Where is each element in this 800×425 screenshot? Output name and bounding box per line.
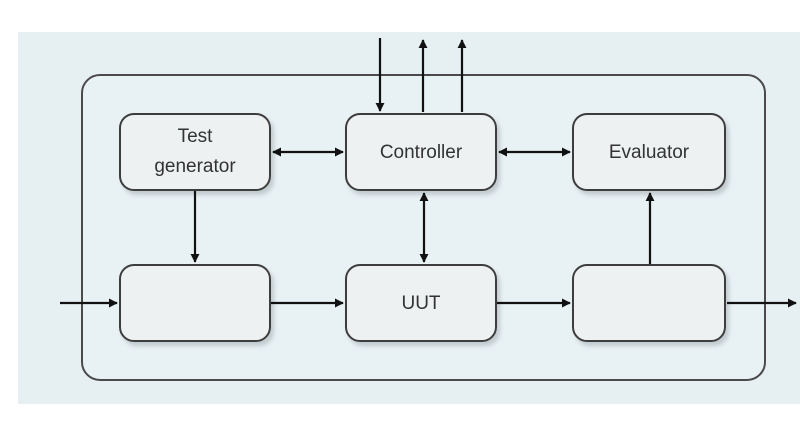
test-generator-label-line2: generator (154, 156, 236, 177)
output-block (572, 264, 726, 342)
uut-label: UUT (401, 293, 440, 314)
controller-label: Controller (380, 142, 463, 163)
test-generator-label-line1: Test (178, 126, 214, 147)
test-generator-block: Test generator (119, 113, 271, 191)
evaluator-block: Evaluator (572, 113, 726, 191)
input-block (119, 264, 271, 342)
evaluator-label: Evaluator (609, 142, 690, 163)
uut-block: UUT (345, 264, 497, 342)
controller-block: Controller (345, 113, 497, 191)
